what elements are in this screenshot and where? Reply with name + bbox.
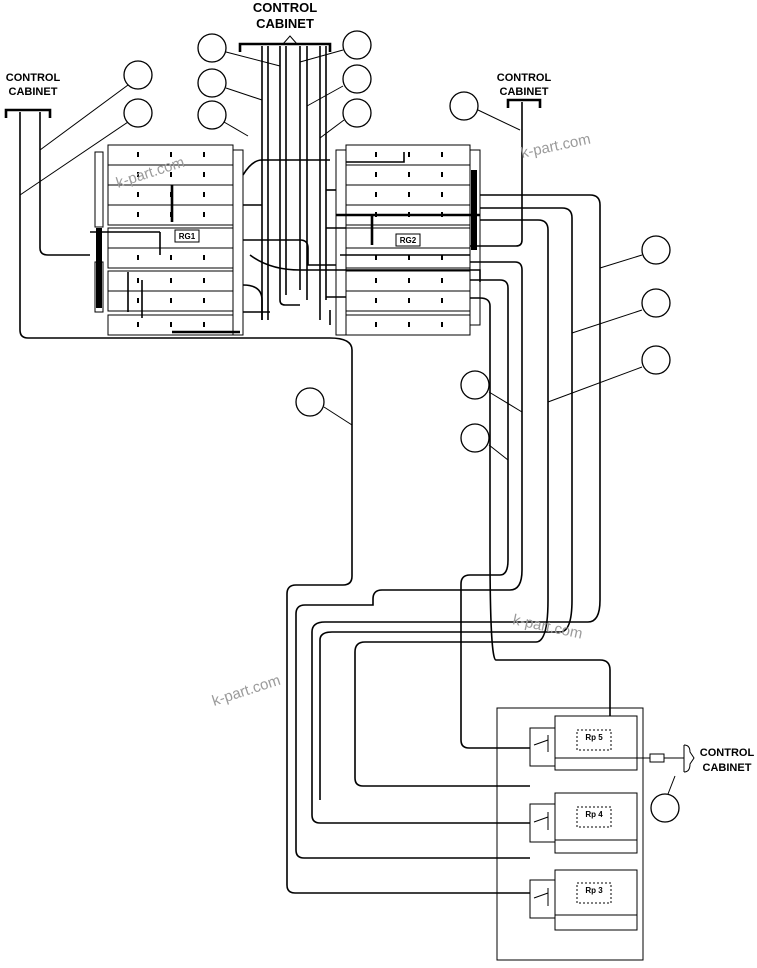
control-cabinet-top-line1: CONTROL — [253, 0, 317, 15]
connector-plug — [649, 744, 695, 795]
cross-wiring — [242, 159, 601, 600]
control-cabinet-left-line2: CABINET — [9, 86, 58, 98]
control-cabinet-right-line2: CABINET — [703, 762, 752, 774]
control-cabinet-mid-line1: CONTROL — [497, 72, 552, 84]
relay-group-1: RG1 — [90, 144, 244, 336]
relay-group-2: RG2 — [335, 144, 481, 336]
relay-panel-box: Rp 5 Rp 4 Rp 3 — [496, 707, 650, 961]
harness-routing — [286, 337, 611, 894]
rg1-label: RG1 — [179, 232, 196, 241]
callout-bubbles — [19, 30, 680, 823]
cabinet-labels: CONTROL CABINET CONTROL CABINET CONTROL … — [6, 0, 755, 774]
control-cabinet-top-line2: CABINET — [256, 16, 314, 31]
mid-conduit — [470, 98, 542, 247]
watermark-2: k-part.com — [519, 131, 592, 162]
rg2-label: RG2 — [400, 236, 417, 245]
rp3-label: Rp 3 — [585, 886, 603, 895]
left-conduit — [4, 108, 330, 339]
control-cabinet-mid-line2: CABINET — [500, 86, 549, 98]
control-cabinet-right-line1: CONTROL — [700, 747, 755, 759]
control-cabinet-left-line1: CONTROL — [6, 72, 61, 84]
rp5-label: Rp 5 — [585, 733, 603, 742]
top-conduit — [238, 35, 332, 320]
rp4-label: Rp 4 — [585, 810, 603, 819]
watermark-4: k-part.com — [210, 672, 283, 710]
